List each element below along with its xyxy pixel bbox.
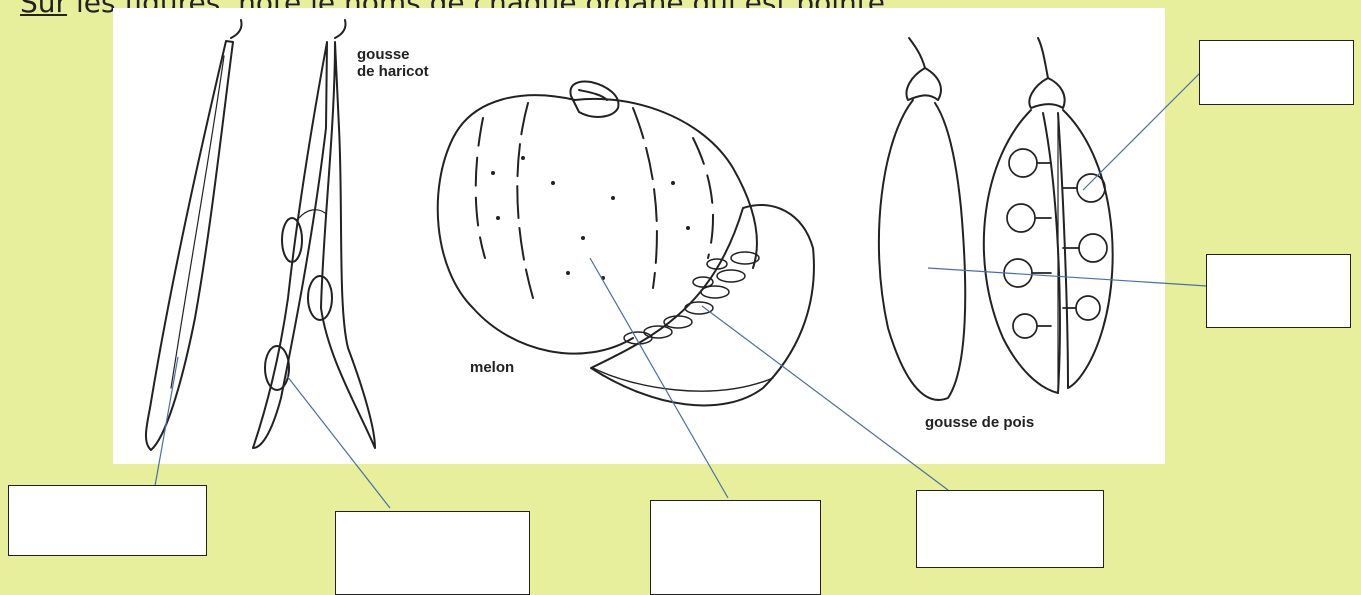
answer-box-bottom-2[interactable] (335, 511, 530, 595)
melon-label-text: melon (470, 359, 514, 376)
closed-pea-pod (879, 38, 965, 400)
fruit-drawings (113, 8, 1165, 464)
answer-box-right-middle[interactable] (1206, 254, 1351, 328)
answer-box-bottom-4[interactable] (916, 490, 1104, 568)
pea-pod-label-text: gousse de pois (925, 414, 1034, 431)
bean-pod-label: gousse de haricot (357, 46, 429, 80)
answer-box-top-right[interactable] (1199, 40, 1354, 105)
open-pea-pod (984, 38, 1113, 393)
bean-pod-label-text: gousse de haricot (357, 46, 429, 80)
melon-label: melon (470, 359, 514, 376)
pea-pod-label: gousse de pois (925, 414, 1034, 431)
answer-box-bottom-3[interactable] (650, 500, 821, 595)
melon-drawing (438, 82, 814, 406)
fruit-diagram: gousse de haricot melon gousse de pois (113, 8, 1165, 464)
open-bean-pod (253, 20, 375, 448)
instruction-fragment-1: Sur (20, 0, 67, 19)
closed-bean-pod (146, 20, 242, 450)
answer-box-bottom-1[interactable] (8, 485, 207, 556)
